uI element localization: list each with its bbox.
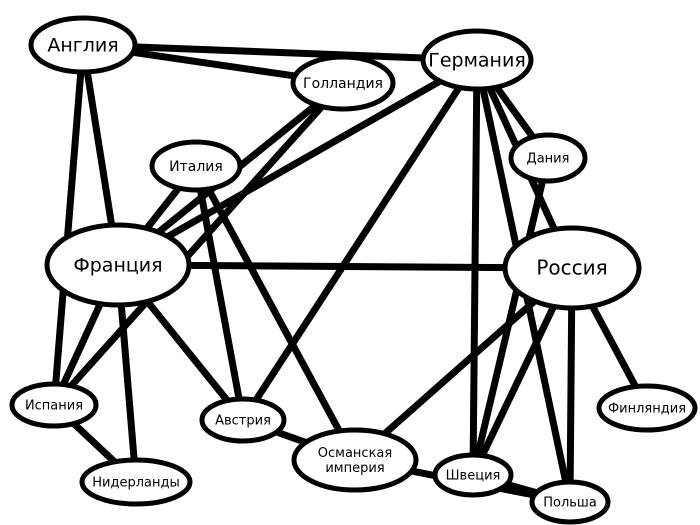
edges-layer (50, 41, 651, 506)
edge-france-russia (114, 261, 576, 272)
node-ellipse-russia (502, 225, 642, 311)
node-label-netherlands: Нидерланды (92, 476, 180, 491)
node-ellipse-holland (290, 54, 396, 112)
node-ellipse-ottoman (291, 427, 419, 493)
edge-italy-austria (192, 162, 247, 424)
node-ellipse-italy (149, 139, 243, 193)
node-france: Франция (44, 222, 192, 308)
node-ellipse-austria (199, 396, 287, 444)
node-ellipse-france (44, 222, 192, 308)
edge-holland-spain (50, 79, 347, 409)
edge-denmark-sweden (469, 154, 552, 479)
node-ellipse-poland (529, 479, 611, 525)
node-label-finland: Финляндия (608, 402, 686, 417)
node-label-ottoman-2: империя (325, 461, 384, 476)
edge-england-spain (50, 41, 87, 409)
node-italy: Италия (149, 139, 243, 193)
node-finland: Финляндия (596, 383, 698, 433)
edge-italy-ottoman (192, 162, 359, 464)
edge-germany-france (114, 56, 481, 269)
node-label-germany: Германия (428, 50, 526, 72)
node-label-england: Англия (47, 35, 118, 57)
edge-england-germany (79, 41, 481, 64)
node-denmark: Дания (508, 132, 588, 184)
node-ellipse-finland (596, 383, 698, 433)
node-label-france: Франция (73, 255, 162, 277)
node-label-italy: Италия (169, 159, 223, 175)
node-russia: Россия (502, 225, 642, 311)
edge-germany-austria (239, 56, 481, 424)
node-ellipse-germany (420, 28, 534, 92)
node-ellipse-england (28, 15, 138, 75)
node-sweden: Швеция (432, 452, 514, 498)
node-label-russia: Россия (536, 256, 607, 280)
node-label-austria: Австрия (215, 414, 271, 429)
node-label-holland: Голландия (303, 76, 383, 92)
node-holland: Голландия (290, 54, 396, 112)
node-england: Англия (28, 15, 138, 75)
node-poland: Польша (529, 479, 611, 525)
node-ellipse-spain (9, 381, 99, 429)
node-netherlands: Нидерланды (79, 457, 193, 507)
node-ellipse-denmark (508, 132, 588, 184)
node-label-denmark: Дания (527, 152, 570, 167)
node-spain: Испания (9, 381, 99, 429)
node-label-ottoman-1: Османская (318, 446, 392, 461)
node-ellipse-sweden (432, 452, 514, 498)
node-germany: Германия (420, 28, 534, 92)
node-austria: Австрия (199, 396, 287, 444)
node-label-sweden: Швеция (446, 469, 501, 484)
node-label-poland: Польша (543, 496, 597, 511)
node-ellipse-netherlands (79, 457, 193, 507)
node-label-spain: Испания (25, 399, 83, 414)
